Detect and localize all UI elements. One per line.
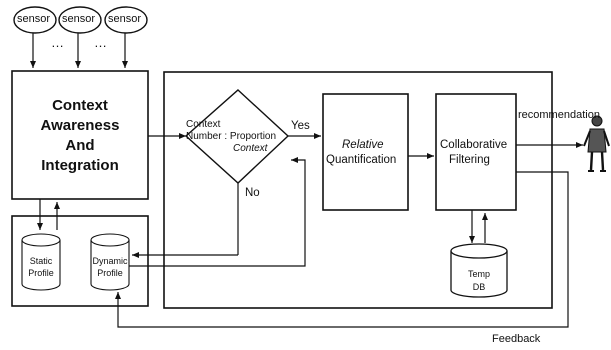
- relative-quantification-line-2: Quantification: [326, 155, 396, 167]
- relative-quantification-box: [323, 94, 408, 210]
- recommendation-label: recommendation: [518, 110, 600, 121]
- context-awareness-line-3: And: [20, 138, 140, 153]
- context-awareness-line-4: Integration: [20, 158, 140, 173]
- collaborative-filtering-box: [436, 94, 516, 210]
- no-label: No: [245, 188, 260, 200]
- context-awareness-line-2: Awareness: [20, 118, 140, 133]
- collaborative-filtering-line-1: Collaborative: [440, 140, 507, 152]
- user-figure-icon: [584, 116, 609, 171]
- yes-label: Yes: [291, 121, 310, 133]
- collaborative-filtering-line-2: Filtering: [449, 155, 490, 167]
- relative-quantification-line-1: Relative: [342, 140, 384, 152]
- decision-line-2: Number : Proportion: [186, 132, 276, 142]
- temp-db-line-2: DB: [459, 283, 499, 292]
- feedback-label: Feedback: [492, 334, 540, 345]
- context-awareness-line-1: Context: [20, 98, 140, 113]
- sensor-label-3: sensor: [108, 14, 141, 25]
- static-profile-line-2: Profile: [27, 269, 55, 278]
- decision-line-3: Context: [233, 144, 267, 154]
- sensor-label-2: sensor: [62, 14, 95, 25]
- static-profile-line-1: Static: [27, 257, 55, 266]
- decision-line-1: Context: [186, 120, 220, 130]
- sensor-ellipsis-1: …: [51, 36, 64, 49]
- dynamic-to-decision-arrow: [129, 160, 305, 266]
- dynamic-profile-line-2: Profile: [92, 269, 128, 278]
- sensor-label-1: sensor: [17, 14, 50, 25]
- temp-db-line-1: Temp: [459, 270, 499, 279]
- context-awareness-box: [12, 71, 148, 199]
- sensor-ellipsis-2: …: [94, 36, 107, 49]
- dynamic-profile-line-1: Dynamic: [92, 257, 128, 266]
